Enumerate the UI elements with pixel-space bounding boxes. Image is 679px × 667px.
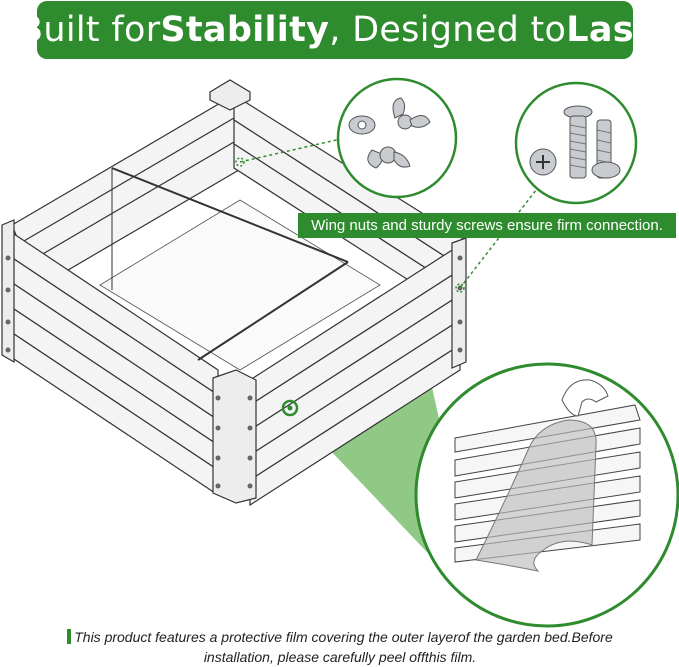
protective-film-note: This product features a protective film … bbox=[20, 627, 660, 667]
highlight-screw-marker bbox=[281, 399, 299, 417]
protective-film-detail bbox=[414, 362, 679, 628]
leader-lines bbox=[239, 137, 541, 289]
title-prefix: Built for bbox=[19, 10, 161, 50]
title-banner: Built for Stability , Designed to Last bbox=[19, 1, 651, 59]
wing-nut-icon bbox=[348, 97, 431, 169]
screw-icon bbox=[529, 105, 621, 179]
title-bold-stability: Stability bbox=[160, 10, 330, 50]
note-line-2: installation, please carefully peel offt… bbox=[203, 649, 477, 665]
connection-callout: Wing nuts and sturdy screws ensure firm … bbox=[298, 213, 676, 238]
bed-bolts bbox=[5, 255, 463, 489]
hand-icon bbox=[561, 379, 609, 417]
title-middle: , Designed to bbox=[329, 10, 567, 50]
wing-nut-detail bbox=[336, 77, 458, 199]
callout-text: Wing nuts and sturdy screws ensure firm … bbox=[311, 217, 663, 234]
title-bold-last: Last bbox=[566, 10, 651, 50]
note-line-1: This product features a protective film … bbox=[74, 629, 613, 645]
note-accent-bar bbox=[67, 629, 72, 644]
screw-detail bbox=[514, 81, 638, 205]
